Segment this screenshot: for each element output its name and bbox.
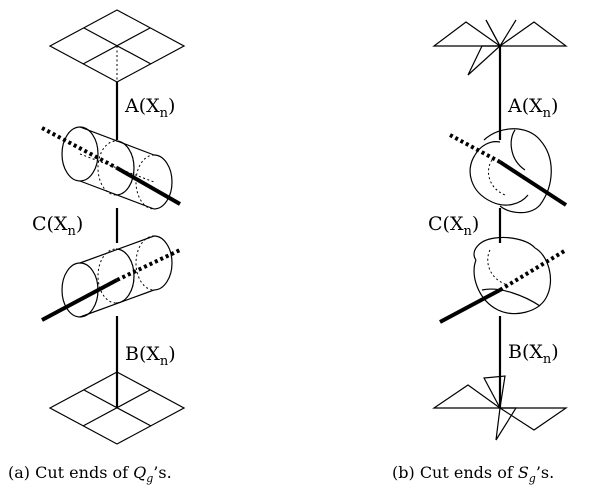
label-b-bottom: B(Xn) <box>508 341 559 367</box>
caption-a: (a) Cut ends of Qg’s. <box>8 463 172 485</box>
upper-cylinder <box>41 126 181 210</box>
lower-cylinder <box>41 235 181 322</box>
label-a-bottom: B(Xn) <box>125 343 176 369</box>
top-square-grid <box>48 9 186 83</box>
panel-b: A(Xn) C(Xn) B(Xn) (b) Cut ends of Sg’s. <box>392 19 568 485</box>
top-bowtie <box>432 19 568 76</box>
lower-twisted-cylinder <box>439 236 568 324</box>
label-b-top: A(Xn) <box>507 95 558 121</box>
label-a-middle: C(Xn) <box>32 213 83 239</box>
panel-a: A(Xn) C(Xn) B(Xn) (a) Cut ends of Qg’s. <box>8 9 186 485</box>
label-b-middle: C(Xn) <box>428 213 479 239</box>
label-a-top: A(Xn) <box>124 95 175 121</box>
bottom-square-grid <box>48 371 186 445</box>
upper-twisted-cylinder <box>449 128 568 214</box>
caption-b: (b) Cut ends of Sg’s. <box>392 463 554 485</box>
bottom-bowtie <box>432 375 568 441</box>
